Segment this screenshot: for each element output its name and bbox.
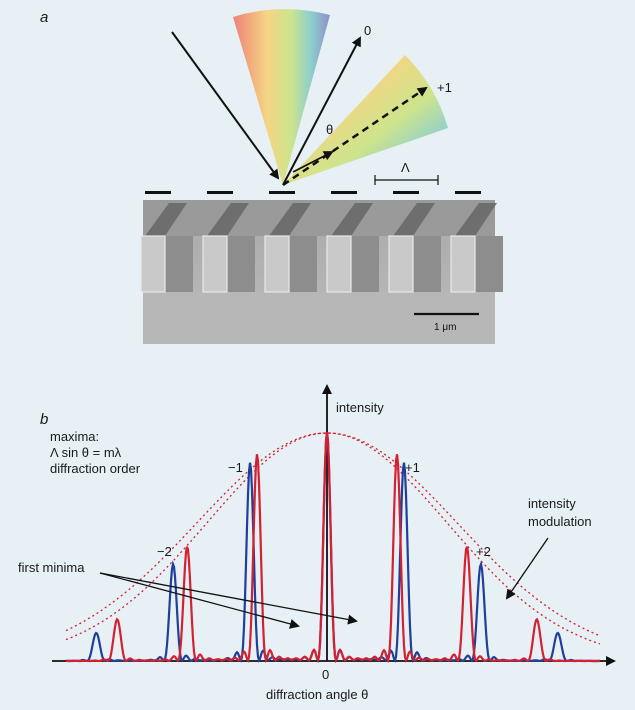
incident-beam-arrow	[171, 31, 280, 180]
x-axis-label: diffraction angle θ	[266, 687, 368, 702]
envelope-blue-dotted	[65, 432, 601, 637]
plus1-order-arrow	[282, 86, 428, 187]
modulation-line2: modulation	[528, 514, 592, 529]
panel-b-label: b	[40, 411, 48, 428]
grating-dashes	[145, 191, 481, 194]
first-minima-label: first minima	[18, 560, 85, 575]
theta-arrow	[292, 151, 334, 173]
modulation-arrow	[505, 537, 549, 600]
intensity-curve-red	[66, 432, 600, 664]
maxima-line2: Λ sin θ = mλ	[50, 445, 122, 460]
order-label-minus2: −2	[157, 544, 172, 559]
zero-order-arrow	[282, 36, 361, 186]
period-label: Λ	[401, 160, 410, 175]
order-label-plus2: +2	[476, 544, 491, 559]
spectrum-fan-upper	[233, 9, 330, 186]
maxima-line3: diffraction order	[50, 461, 141, 476]
order-label-plus1: +1	[405, 460, 420, 475]
order-zero-label: 0	[364, 23, 371, 38]
theta-label: θ	[326, 122, 333, 137]
period-marker	[374, 175, 439, 185]
order-plus1-label: +1	[437, 80, 452, 95]
panel-a-label: a	[40, 9, 48, 26]
sem-grating-teeth	[140, 203, 503, 293]
x-origin-label: 0	[322, 667, 329, 682]
y-axis-label: intensity	[336, 400, 384, 415]
modulation-line1: intensity	[528, 496, 576, 511]
order-label-minus1: −1	[228, 460, 243, 475]
first-minima-arrow-2	[99, 572, 358, 625]
first-minima-arrow-1	[99, 572, 300, 629]
maxima-line1: maxima:	[50, 429, 99, 444]
scale-bar-label: 1 μm	[434, 322, 456, 333]
